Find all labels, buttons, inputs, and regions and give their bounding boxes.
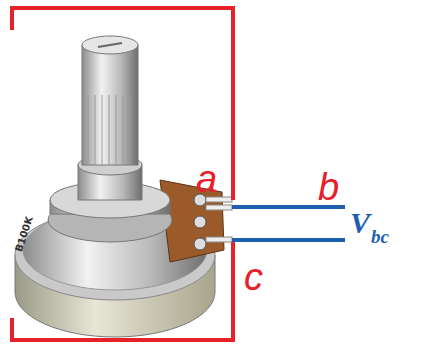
voltage-symbol: V [350, 208, 370, 238]
output-lead [232, 207, 345, 240]
voltage-subscript: bc [371, 227, 389, 246]
terminal-label: a [196, 160, 217, 198]
terminal-bracket [12, 8, 233, 340]
terminal-label: c [244, 258, 263, 296]
terminal-label: b [318, 168, 339, 206]
shaft-nut [48, 155, 172, 242]
knurled-shaft [82, 36, 138, 165]
